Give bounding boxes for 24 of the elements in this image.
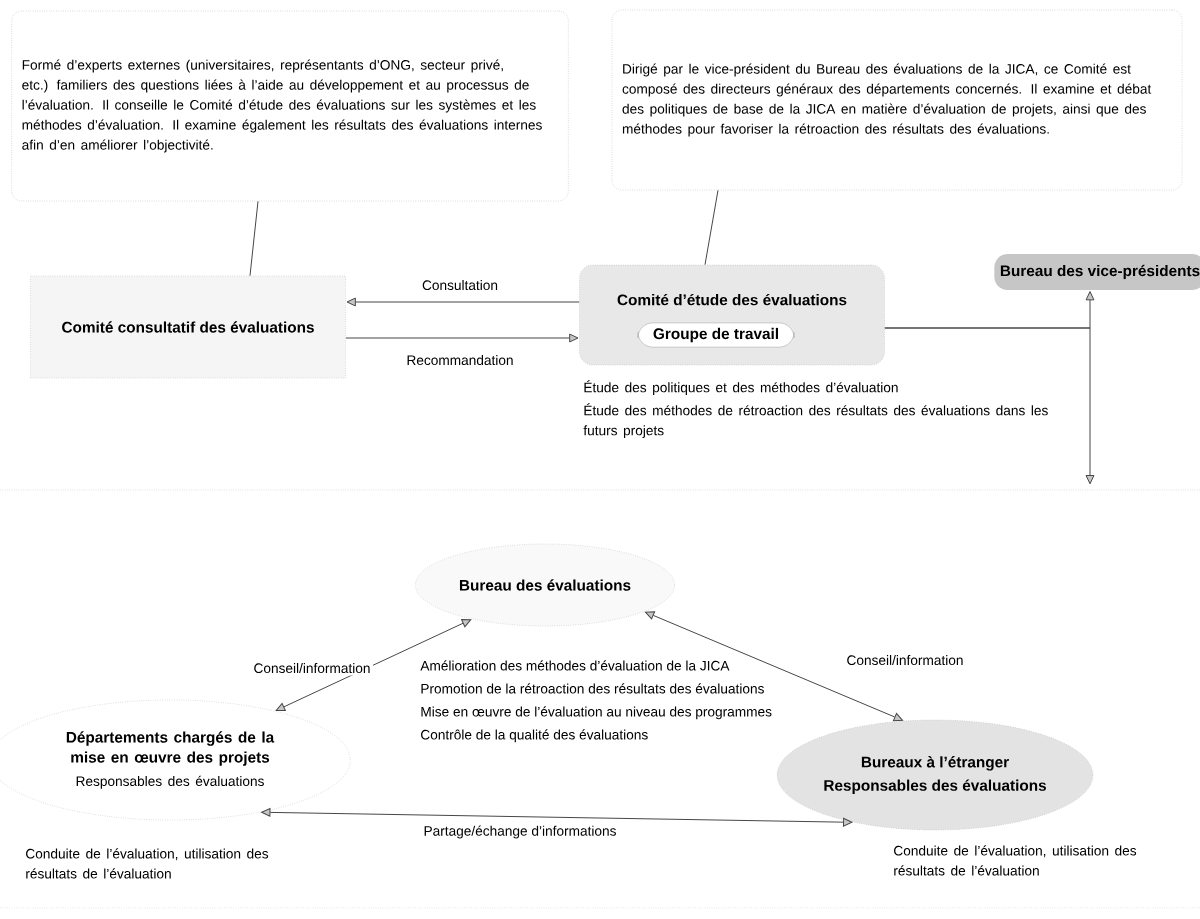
office-box: Bureau des vice-présidents [994,254,1200,290]
note-text: Contrôle de la qualité des évaluations [421,729,648,743]
note-text: Promotion de la rétroaction des résultats des évaluations [421,683,764,694]
arrow [345,333,579,343]
note-text: Conduite de l’évaluation, utilisation des résultats de l’évaluation [26,848,269,879]
edge-label: Conseil/information [844,652,966,668]
arrow [346,297,580,307]
working-group-pill: Groupe de travail [637,322,795,348]
edge-label: Consultation [419,277,501,293]
arrow [275,619,472,711]
committee-box: Comité consultatif des évaluations [30,275,346,379]
callout-bubble: Dirigé par le vice-président du Bureau des évaluations de la JICA, ce Comité est composé des directeurs généraux des départements concernés. Il examine et débat des politiques de base de la JICA en matière d’évaluation de projets, ainsi que des méthodes pour favoriser la rétroaction des résultats des évaluations. [611,9,1183,191]
edge-label: Partage/échange d’informations [421,823,619,841]
callout-bubble: Formé d’experts externes (universitaires, représentants d’ONG, secteur privé, etc.) familiers des questions liées à l’aide au développement et au processus de l’évaluation. Il conseille le Comité d’étude des évaluations sur les systèmes et les méthodes d’évaluation. Il examine également les résultats des évaluations internes afin d’en améliorer l’objectivité. [11,10,569,202]
arrow [644,611,904,722]
note-text: Amélioration des méthodes d’évaluation de la JICA [420,660,730,671]
note-text: Conduite de l’évaluation, utilisation des résultats de l’évaluation [894,845,1137,876]
edge-label: Recommandation [403,352,517,368]
note-text: Étude des méthodes de rétroaction des résultats des évaluations dans les futurs projets [583,403,1048,439]
arrow [884,327,1095,485]
note-text: Mise en œuvre de l’évaluation au niveau des programmes [421,706,772,720]
edge-label: Conseil/information [251,660,373,676]
arrow [261,807,853,827]
note-text: Étude des politiques et des méthodes d’évaluation [584,380,898,396]
